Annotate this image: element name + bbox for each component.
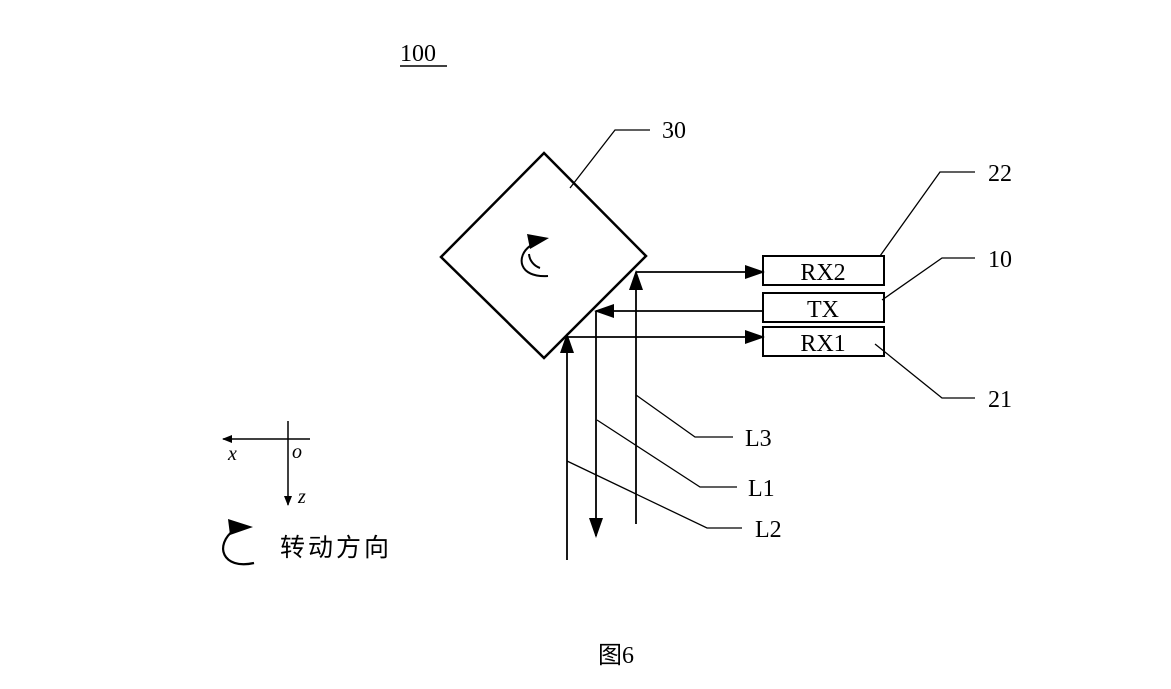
leader-l3 (635, 394, 733, 438)
z-axis-label: z (297, 486, 306, 508)
leader-30 (569, 129, 650, 189)
module-label: RX1 (800, 331, 845, 357)
rx2-ref: 22 (988, 161, 1012, 187)
rotating-mirror (439, 151, 648, 360)
l3-label: L3 (745, 426, 772, 452)
origin-label: o (292, 441, 302, 463)
leader-22 (879, 171, 975, 257)
module-label: RX2 (800, 260, 845, 286)
leader-l1 (596, 419, 737, 488)
rotation-legend-icon (222, 519, 255, 566)
rotation-direction-label: 转动方向 (280, 534, 392, 562)
rx1-ref: 21 (988, 387, 1012, 413)
l2-label: L2 (755, 517, 782, 543)
l1-label: L1 (748, 476, 775, 502)
coordinate-axes: x o z (222, 421, 310, 508)
module-tx: TX (762, 292, 885, 323)
module-rx1: RX1 (762, 326, 885, 357)
leader-l2 (566, 460, 742, 529)
figure-ref: 100 (400, 41, 436, 67)
tx-ref: 10 (988, 247, 1012, 273)
rotation-icon (520, 234, 549, 278)
leader-10 (881, 257, 975, 301)
mirror-ref: 30 (662, 118, 686, 144)
module-rx2: RX2 (762, 255, 885, 286)
leader-21 (874, 343, 975, 399)
module-label: TX (807, 297, 839, 323)
figure-caption: 图6 (598, 643, 634, 669)
x-axis-label: x (227, 443, 237, 465)
